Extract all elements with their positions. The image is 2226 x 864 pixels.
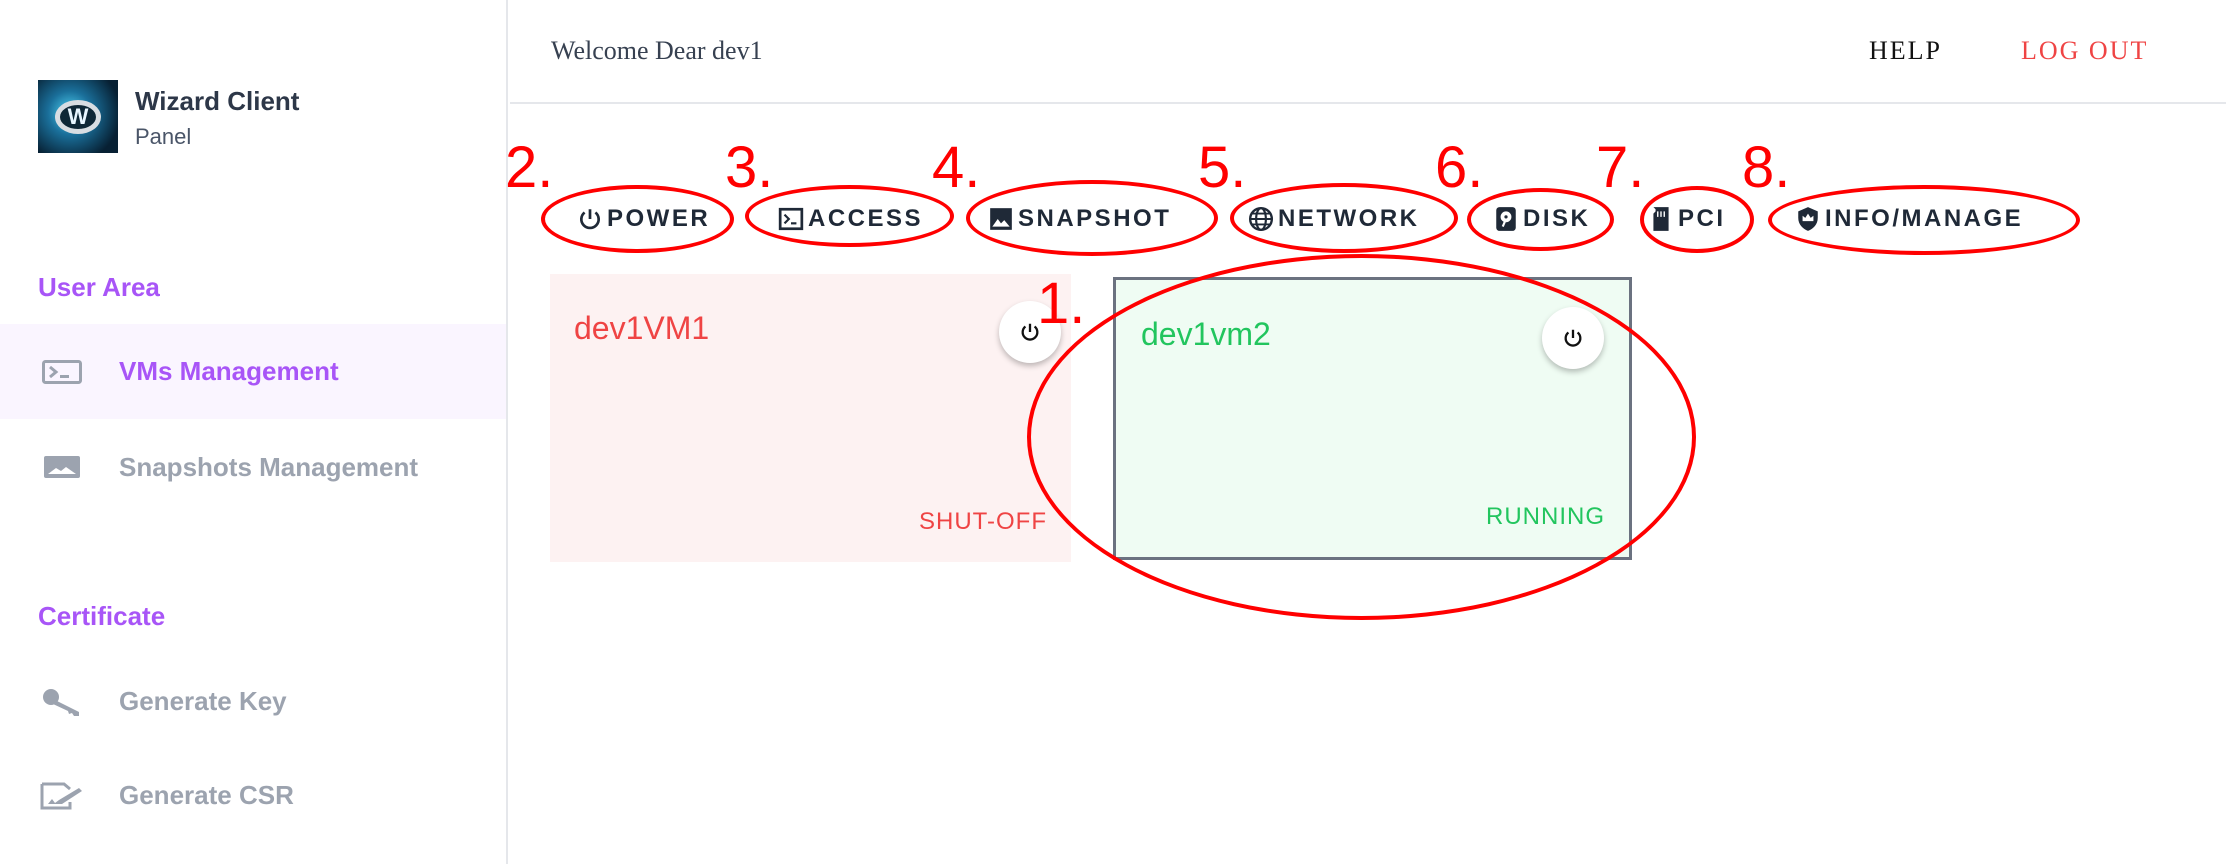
annotation-number: 2. [505, 135, 554, 200]
vm-card[interactable]: dev1VM1 SHUT-OFF [550, 274, 1071, 562]
section-certificate: Certificate [38, 601, 166, 631]
network-button[interactable]: NETWORK [1248, 203, 1419, 235]
sd-card-icon [1653, 207, 1669, 231]
welcome-text: Welcome Dear dev1 [551, 36, 763, 65]
annotation-number: 1. [1037, 271, 1086, 336]
section-user-area: User Area [38, 272, 160, 302]
snapshot-button[interactable]: SNAPSHOT [988, 203, 1171, 235]
vm-status: SHUT-OFF [919, 508, 1047, 535]
logo-mark: W [55, 99, 101, 134]
brand-subtitle: Panel [135, 124, 192, 149]
network-label: NETWORK [1278, 205, 1420, 232]
logo: W [38, 80, 118, 153]
hard-disk-icon [1496, 207, 1516, 231]
power-label: POWER [607, 205, 711, 232]
power-icon [1564, 329, 1582, 347]
sidebar-item-vms-management[interactable]: VMs Management [0, 324, 506, 419]
sidebar-item-label: Snapshots Management [119, 452, 419, 482]
info-manage-label: INFO/MANAGE [1825, 205, 2024, 232]
annotation-number: 8. [1742, 135, 1791, 200]
image-icon [990, 208, 1012, 230]
power-button[interactable]: POWER [577, 203, 710, 235]
vm-power-button[interactable] [1542, 307, 1604, 369]
vm-card-selected[interactable]: dev1vm2 RUNNING [1113, 277, 1632, 560]
disk-button[interactable]: DISK [1493, 203, 1590, 235]
sidebar-item-generate-csr[interactable]: Generate CSR [0, 748, 506, 843]
signature-icon [40, 781, 84, 811]
annotation-number: 6. [1435, 135, 1484, 200]
help-link[interactable]: HELP [1869, 36, 1942, 65]
access-label: ACCESS [808, 205, 924, 232]
sidebar: W Wizard Client Panel User Area VMs Mana… [0, 0, 508, 864]
vm-name: dev1vm2 [1141, 316, 1271, 352]
header: Welcome Dear dev1 HELP LOG OUT [510, 0, 2226, 104]
power-icon [580, 209, 600, 230]
terminal-icon [778, 207, 804, 231]
annotation-number: 7. [1596, 135, 1645, 200]
terminal-icon [40, 357, 84, 387]
sidebar-item-generate-key[interactable]: Generate Key [0, 654, 506, 749]
vm-status: RUNNING [1486, 503, 1605, 530]
shield-crown-icon [1798, 207, 1818, 231]
sidebar-item-snapshots-management[interactable]: Snapshots Management [0, 420, 506, 515]
logout-link[interactable]: LOG OUT [2021, 36, 2149, 65]
disk-label: DISK [1523, 205, 1591, 232]
key-icon [40, 687, 84, 717]
annotation-number: 5. [1198, 135, 1247, 200]
vm-name: dev1VM1 [574, 310, 710, 346]
snapshot-label: SNAPSHOT [1018, 205, 1172, 232]
sidebar-item-label: Generate CSR [119, 780, 294, 810]
annotation-number: 4. [932, 135, 981, 200]
sidebar-item-label: Generate Key [119, 686, 287, 716]
pci-button[interactable]: PCI [1648, 203, 1726, 235]
info-manage-button[interactable]: INFO/MANAGE [1795, 203, 2023, 235]
brand-title: Wizard Client [135, 86, 300, 116]
access-button[interactable]: ACCESS [778, 203, 923, 235]
sidebar-item-label: VMs Management [119, 356, 339, 386]
annotation-number: 3. [725, 135, 774, 200]
pci-label: PCI [1678, 205, 1726, 232]
image-icon [40, 453, 84, 483]
globe-icon [1248, 206, 1274, 232]
